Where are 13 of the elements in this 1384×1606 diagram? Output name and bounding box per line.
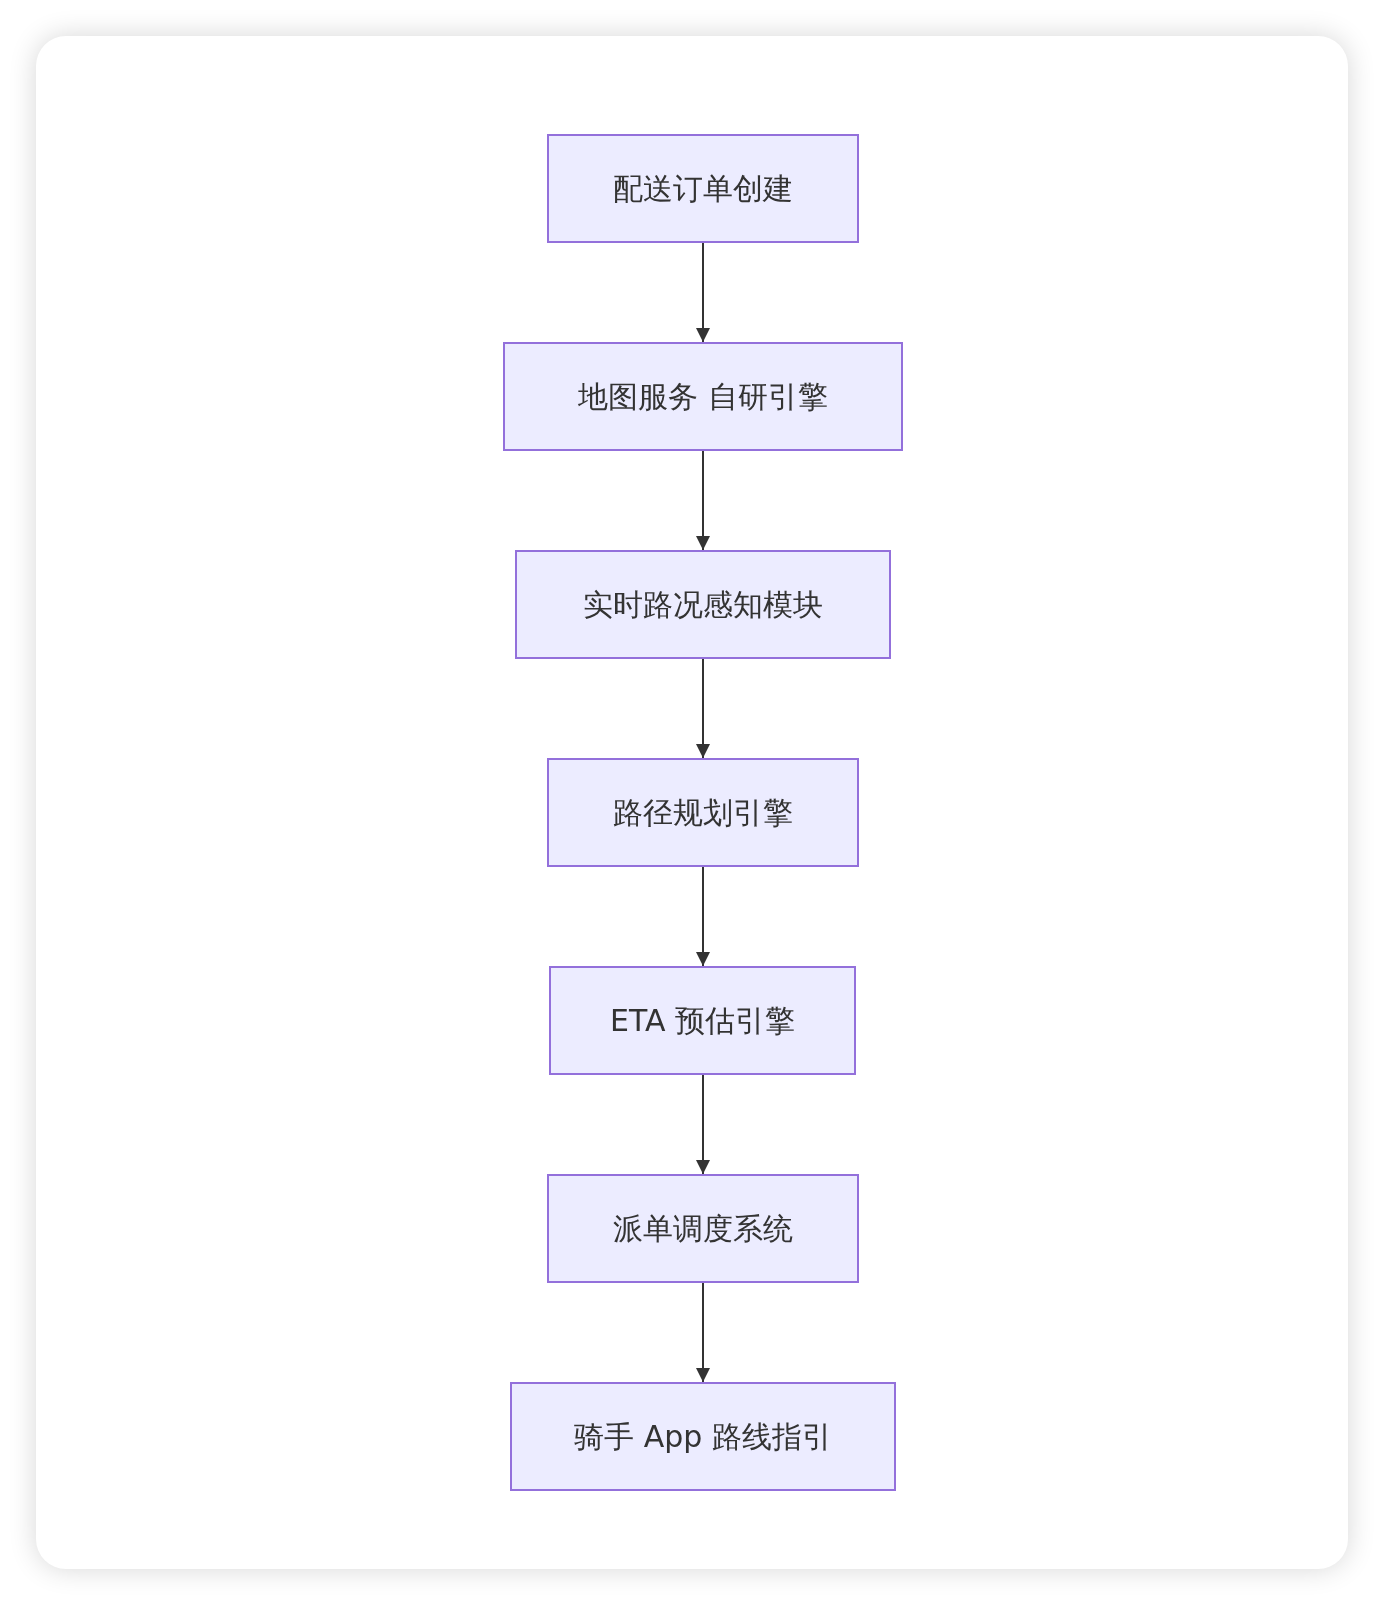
process-box: 地图服务 自研引擎 [503, 342, 903, 451]
arrow [696, 450, 710, 551]
process-box: 配送订单创建 [547, 134, 859, 243]
process-box: 路径规划引擎 [547, 758, 859, 867]
arrow [696, 1074, 710, 1175]
arrow [696, 1282, 710, 1383]
process-box: ETA 预估引擎 [549, 966, 856, 1075]
arrow [696, 242, 710, 343]
process-box: 派单调度系统 [547, 1174, 859, 1283]
arrow [696, 866, 710, 967]
process-box: 骑手 App 路线指引 [510, 1382, 896, 1491]
process-box: 实时路况感知模块 [515, 550, 891, 659]
arrow [696, 658, 710, 759]
